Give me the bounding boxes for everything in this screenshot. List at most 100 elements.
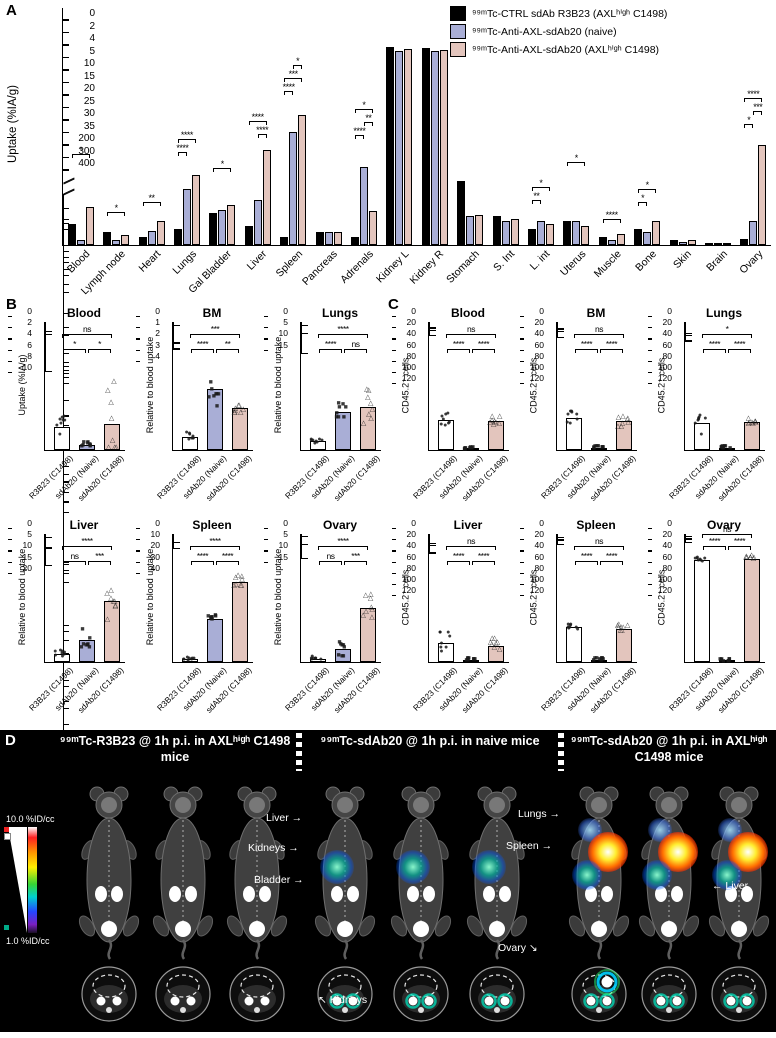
- y-tick-label: 2: [89, 20, 95, 32]
- significance-label: *: [114, 202, 119, 213]
- data-point: ●: [693, 419, 698, 427]
- bar: [112, 240, 121, 245]
- error-bar-cap: [63, 640, 69, 642]
- data-point: △: [617, 626, 624, 634]
- data-point: △: [233, 581, 239, 589]
- panel-a-label: A: [6, 2, 17, 19]
- data-point: ●: [698, 556, 703, 564]
- y-tick-mark: [648, 349, 652, 351]
- y-tick-label: 20: [534, 317, 544, 328]
- bar: [563, 221, 572, 245]
- y-tick-label: 15: [83, 70, 95, 82]
- mouse-scan-image: [464, 776, 530, 960]
- data-point: △: [615, 621, 621, 629]
- significance-bracket: [142, 202, 161, 206]
- y-tick-mark: [648, 528, 652, 530]
- significance-bracket: [744, 98, 763, 102]
- bar: [138, 237, 147, 245]
- bar: [457, 181, 466, 245]
- legend-label: ⁹⁹ᵐTc-Anti-AXL-sdAb20 (naive): [472, 25, 617, 38]
- data-point: △: [363, 608, 369, 616]
- scale-rainbow-gradient: [28, 827, 37, 933]
- data-point: ■: [80, 442, 86, 450]
- significance-bracket: [531, 187, 550, 192]
- y-tick-label: 80: [662, 562, 672, 573]
- data-point: ●: [186, 435, 191, 443]
- data-point: ●: [446, 628, 451, 636]
- y-tick-mark: [392, 338, 396, 340]
- y-tick-label: 120: [529, 585, 544, 596]
- data-point: ●: [314, 437, 319, 445]
- data-point: ●: [696, 414, 702, 422]
- y-tick-mark: [63, 106, 69, 108]
- significance-bracket: [344, 561, 367, 565]
- y-tick-label: 60: [662, 551, 672, 562]
- data-point: ■: [596, 443, 601, 450]
- y-tick-label: 2: [155, 328, 160, 339]
- data-point: ●: [53, 652, 58, 660]
- data-point: ●: [310, 652, 315, 660]
- subplot-plot-area: ●●●●●●●●■■■■■■■■△△△△△△△△********ns: [428, 322, 509, 453]
- significance-label: *: [220, 159, 225, 170]
- data-point: ■: [81, 640, 86, 648]
- data-point: ■: [341, 642, 346, 650]
- data-point: △: [487, 639, 494, 647]
- significance-label: ****: [580, 551, 593, 561]
- significance-bracket: [191, 349, 214, 353]
- error-bar-cap: [45, 536, 52, 538]
- bar: [438, 642, 454, 662]
- y-tick-mark: [520, 539, 524, 541]
- significance-label: ****: [337, 536, 349, 546]
- data-point: ■: [85, 642, 90, 650]
- bar: [744, 558, 760, 662]
- significance-bracket: [293, 64, 303, 69]
- error-bar-cap: [63, 376, 69, 378]
- data-point: ●: [181, 656, 187, 664]
- data-point: △: [364, 386, 370, 394]
- significance-bracket: [318, 334, 368, 338]
- y-tick-label: 40: [150, 562, 160, 573]
- data-point: ■: [719, 444, 724, 452]
- y-tick-label: 0: [283, 518, 288, 528]
- y-tick-label: 5: [283, 529, 288, 540]
- error-bar: [429, 534, 430, 543]
- error-bar-cap: [429, 335, 436, 337]
- bar: [581, 225, 590, 245]
- bar: [218, 209, 227, 245]
- y-tick-label: 200: [78, 133, 95, 144]
- uptake-glow: [572, 860, 602, 890]
- significance-label: ****: [282, 81, 296, 92]
- data-point: ■: [723, 443, 728, 451]
- error-bar-cap: [63, 229, 69, 231]
- significance-label: *: [362, 100, 366, 110]
- error-bar-cap: [429, 329, 436, 331]
- y-tick-mark: [8, 360, 12, 362]
- data-point: △: [489, 413, 495, 421]
- error-bar: [63, 374, 64, 377]
- significance-bracket: [600, 349, 623, 353]
- x-category-label-text: Muscle: [591, 248, 624, 281]
- error-bar: [63, 328, 64, 335]
- bar: [103, 232, 112, 245]
- error-bar: [557, 331, 558, 338]
- data-point: ●: [310, 436, 315, 444]
- data-point: △: [112, 444, 118, 452]
- data-point: △: [108, 414, 115, 422]
- y-tick-mark: [8, 528, 12, 530]
- data-point: ■: [337, 403, 342, 411]
- error-bar: [685, 537, 686, 539]
- bar: [232, 408, 248, 450]
- error-bar-cap: [45, 334, 52, 336]
- y-tick-mark: [63, 131, 69, 133]
- bar: [232, 582, 248, 662]
- data-point: ■: [214, 390, 220, 398]
- data-point: ●: [696, 557, 701, 565]
- data-point: ■: [721, 657, 726, 665]
- y-tick-label: 80: [534, 350, 544, 361]
- bar: [598, 237, 607, 245]
- data-point: ●: [567, 624, 572, 632]
- data-point: ■: [720, 444, 726, 452]
- data-point: ■: [87, 442, 93, 450]
